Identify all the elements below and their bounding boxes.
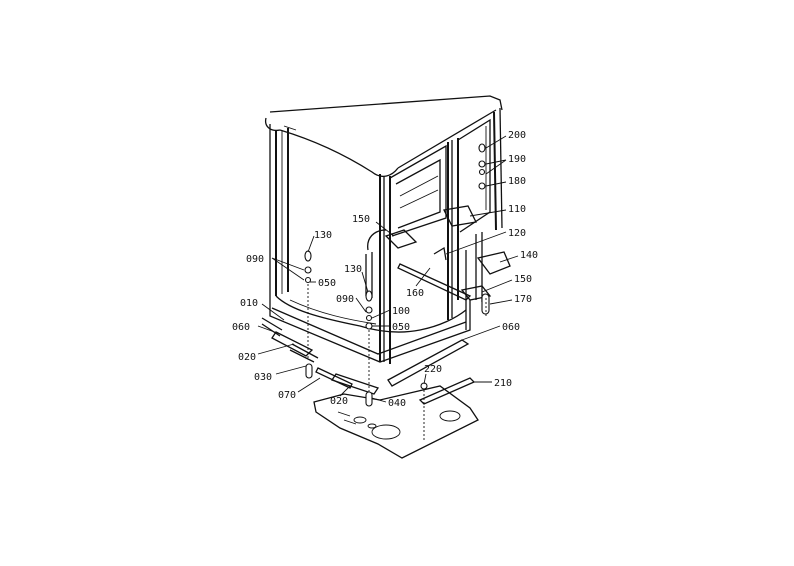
callout-labels: 200 190 180 110 150 120 140 150 170 160 …	[232, 130, 538, 409]
callout-060-right: 060	[502, 322, 520, 333]
callout-110: 110	[508, 204, 526, 215]
callout-150-lower: 150	[514, 274, 532, 285]
callout-170: 170	[514, 294, 532, 305]
callout-150-upper: 150	[352, 214, 370, 225]
callout-090-mid: 090	[336, 294, 354, 305]
callout-140: 140	[520, 250, 538, 261]
callout-160: 160	[406, 288, 424, 299]
callout-220: 220	[424, 364, 442, 375]
callout-020-left: 020	[238, 352, 256, 363]
callout-030: 030	[254, 372, 272, 383]
rails	[261, 205, 511, 407]
callout-210: 210	[494, 378, 512, 389]
callout-020-lower: 020	[330, 396, 348, 407]
callout-130-mid: 130	[344, 264, 362, 275]
callout-190: 190	[508, 154, 526, 165]
callout-050-mid: 050	[392, 322, 410, 333]
callout-070: 070	[278, 390, 296, 401]
callout-040: 040	[388, 398, 406, 409]
callout-130-left: 130	[314, 230, 332, 241]
callout-090-left: 090	[246, 254, 264, 265]
cab-frame	[264, 95, 503, 364]
callout-010: 010	[240, 298, 258, 309]
hardware	[304, 143, 487, 440]
callout-050-left: 050	[318, 278, 336, 289]
callout-180: 180	[508, 176, 526, 187]
callout-120: 120	[508, 228, 526, 239]
callout-200: 200	[508, 130, 526, 141]
callout-100: 100	[392, 306, 410, 317]
leader-lines	[257, 135, 519, 403]
callout-060-left: 060	[232, 322, 250, 333]
